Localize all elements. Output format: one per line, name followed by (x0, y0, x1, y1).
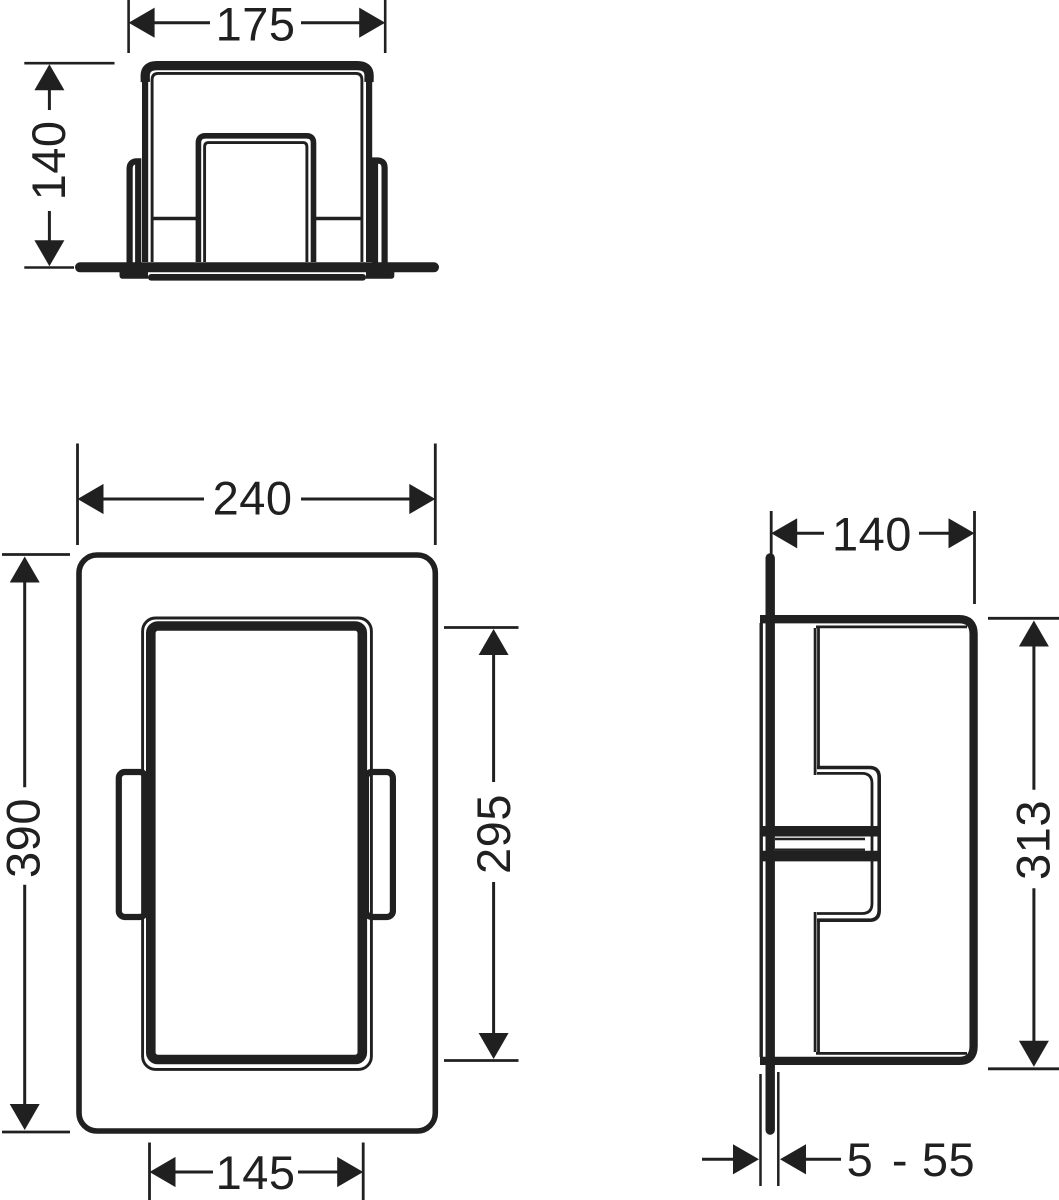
svg-text:140: 140 (832, 507, 912, 560)
svg-text:145: 145 (216, 1146, 296, 1199)
svg-text:313: 313 (1006, 800, 1059, 880)
svg-text:175: 175 (216, 0, 296, 51)
svg-text:390: 390 (0, 798, 50, 878)
svg-text:140: 140 (22, 120, 75, 200)
svg-text:55: 55 (922, 1133, 975, 1186)
svg-text:5: 5 (847, 1133, 874, 1186)
svg-text:240: 240 (213, 471, 293, 524)
svg-text:295: 295 (467, 794, 520, 874)
svg-text:-: - (892, 1133, 908, 1186)
